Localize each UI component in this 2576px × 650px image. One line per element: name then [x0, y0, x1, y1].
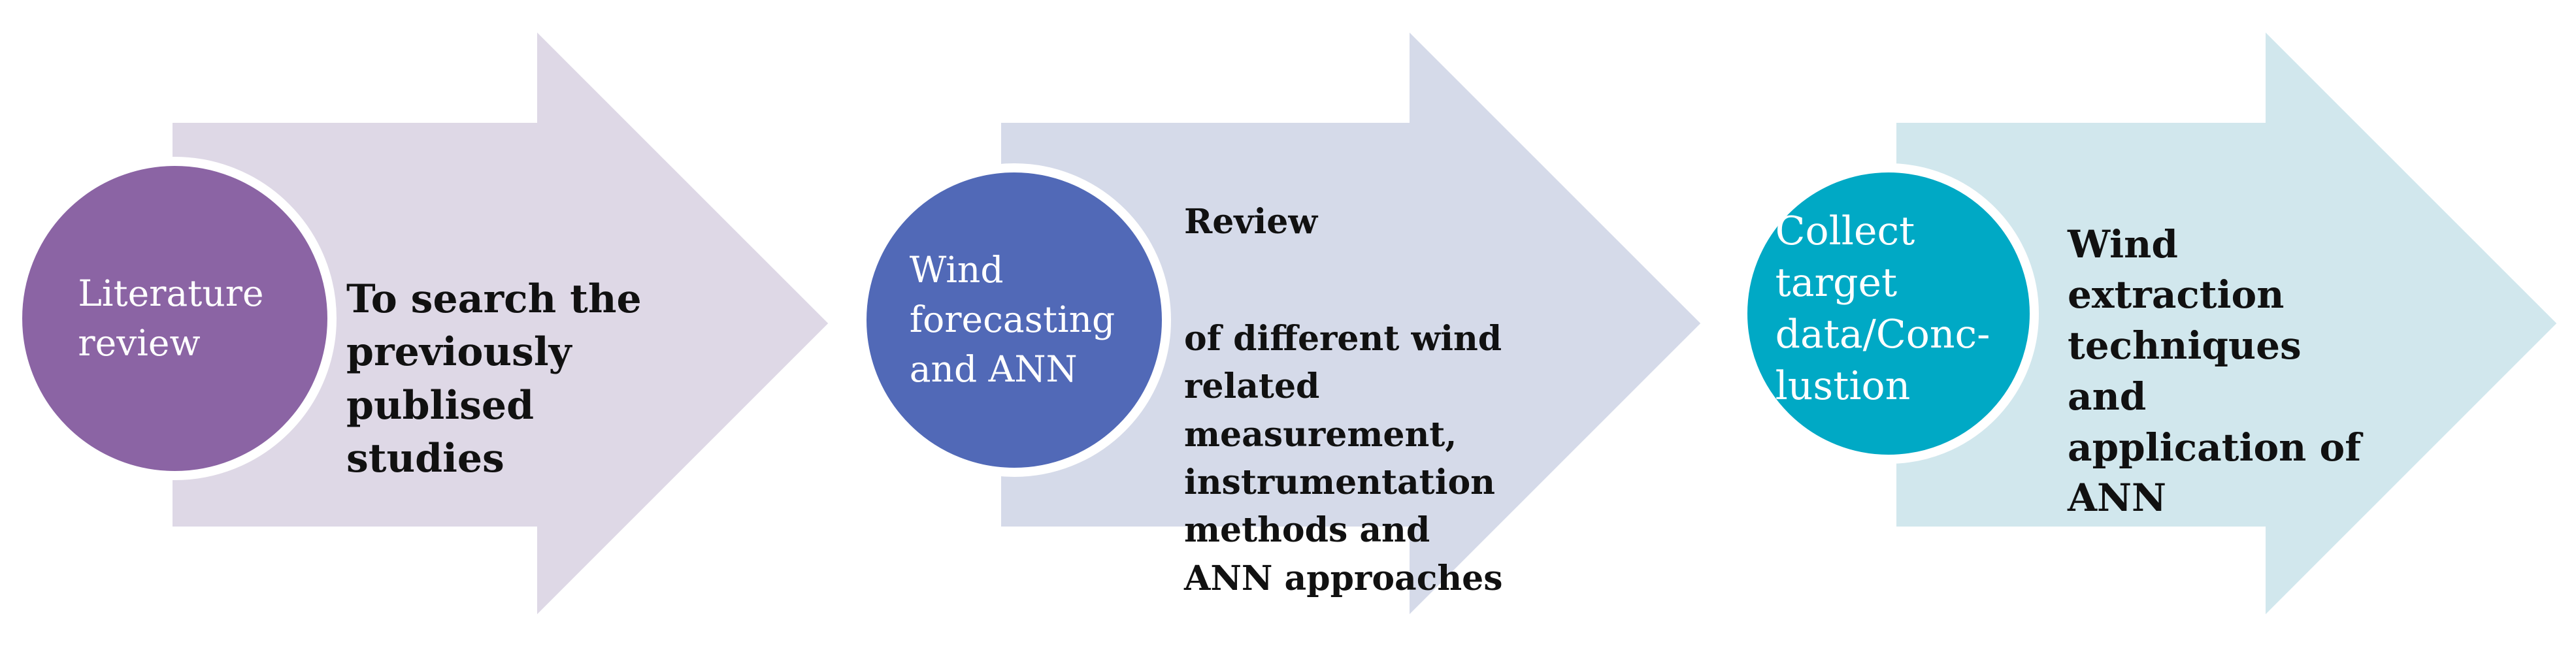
- stage-1-circle-label: Literature review: [78, 272, 264, 364]
- stage-2-description: Review of different wind related measure…: [1184, 150, 1503, 650]
- stage-2-description-title: Review: [1184, 202, 1318, 242]
- stage-3-description-text: Wind extraction techniques and applicati…: [2068, 221, 2362, 521]
- stage-1-description: To search the previously publised studie…: [346, 219, 642, 540]
- stage-2-arrow-shape: [999, 26, 1704, 621]
- stage-1-description-text: To search the previously publised studie…: [346, 276, 642, 482]
- stage-2-circle-label: Wind forecasting and ANN: [909, 249, 1115, 390]
- stage-3-circle: Collect target data/Conc- lustion: [1738, 163, 2039, 464]
- stage-1-arrow-shape: [170, 26, 832, 621]
- stage-3-circle-label: Collect target data/Conc- lustion: [1775, 208, 1990, 410]
- stage-3-arrow-shape: [1894, 26, 2560, 621]
- stage-3-description: Wind extraction techniques and applicati…: [2068, 169, 2361, 575]
- stage-2-description-text: of different wind related measurement, i…: [1184, 318, 1503, 598]
